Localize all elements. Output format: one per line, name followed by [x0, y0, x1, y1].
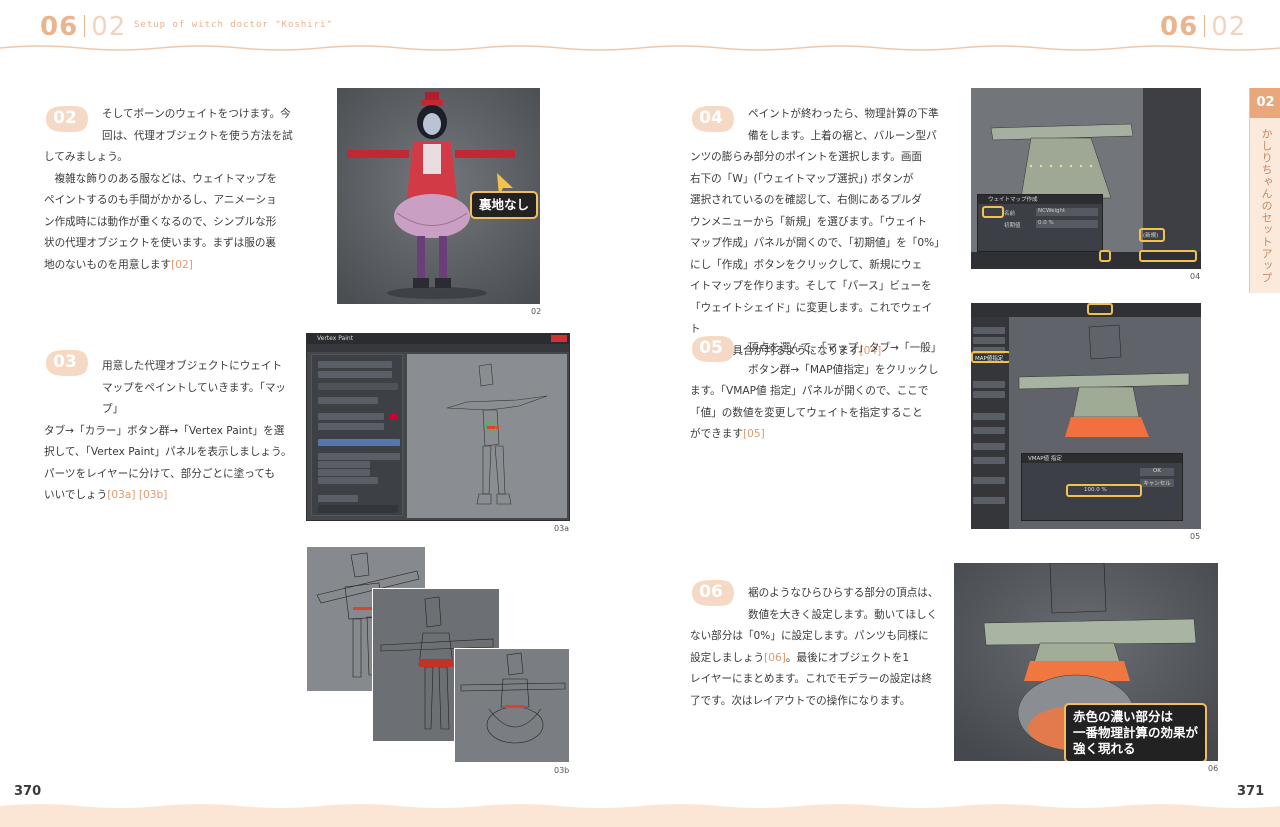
dropdown-highlight: [1139, 250, 1197, 262]
w-button-highlight: [1099, 250, 1111, 262]
figure-06-caption: 06: [1208, 764, 1219, 773]
side-tab-number: 02: [1250, 88, 1280, 118]
header-title: Setup of witch doctor "Koshiri": [134, 20, 333, 30]
step-03-text: 用意した代理オブジェクトにウェイト マップをペイントしていきます。「マップ」 タ…: [44, 360, 292, 501]
figure-04: ウェイトマップ作成 名前 NCWeight 初期値 0.0 % (新規): [971, 88, 1201, 269]
map-value-menu-highlight: MAP値指定: [971, 351, 1011, 363]
figure-03b-caption: 03b: [554, 766, 570, 775]
page-number-right: 371: [1237, 784, 1265, 799]
figure-06: 赤色の濃い部分は 一番物理計算の効果が 強く現れる: [954, 563, 1218, 761]
step-04-text: ペイントが終わったら、物理計算の下準 備をします。上着の裾と、バルーン型パ ンツ…: [690, 108, 945, 357]
vmap-panel: VMAP値 指定 OK キャンセル 100.0 %: [1021, 453, 1183, 521]
close-icon: [551, 335, 567, 342]
weight-map-panel: ウェイトマップ作成 名前 NCWeight 初期値 0.0 %: [977, 194, 1103, 252]
figure-02: 裏地なし: [337, 88, 540, 304]
figure-05: MAP値指定 VMAP値 指定 OK キャンセル 100.0 %: [971, 303, 1201, 529]
step-05-text: 頂点を選んで、「マップ」タブ→「一般」 ボタン群→「MAP値指定」をクリックし …: [690, 342, 942, 440]
figure-03a: Vertex Paint: [306, 333, 570, 521]
step-badge-02: 02: [44, 104, 92, 134]
figure-05-caption: 05: [1190, 532, 1201, 541]
figure-02-caption: 02: [531, 307, 542, 316]
step-02-text: そしてボーンのウェイトをつけます。今 回は、代理オブジェクトを使う方法を試 して…: [44, 108, 293, 271]
figure-03b: [306, 546, 570, 763]
value-field-highlight: 100.0 %: [1066, 484, 1142, 497]
new-button-highlight: (新規): [1139, 228, 1165, 242]
step-06-text: 裾のようなひらひらする部分の頂点は、 数値を大きく設定します。動いてほしく ない…: [690, 587, 939, 707]
figure-04-caption: 04: [1190, 272, 1201, 281]
figure-03a-caption: 03a: [554, 524, 570, 533]
step-badge-04: 04: [690, 104, 738, 134]
step-badge-05: 05: [690, 334, 738, 364]
map-tab-highlight: [1087, 303, 1113, 315]
figure-06-callout: 赤色の濃い部分は 一番物理計算の効果が 強く現れる: [1064, 703, 1208, 761]
figure-03a-titlebar: Vertex Paint: [307, 334, 569, 344]
page-number-left: 370: [14, 784, 42, 799]
weight-map-checkbox-highlight: [982, 206, 1004, 218]
step-badge-03: 03: [44, 348, 92, 378]
header-wave: [0, 45, 1280, 51]
side-tab: 02 かしりちゃんのセットアップ: [1249, 88, 1280, 293]
step-badge-06: 06: [690, 578, 738, 608]
cancel-button: キャンセル: [1140, 479, 1174, 487]
footer-wave: [0, 804, 1280, 827]
ok-button: OK: [1140, 468, 1174, 476]
side-tab-label: かしりちゃんのセットアップ: [1260, 128, 1273, 284]
figure-02-callout: 裏地なし: [470, 191, 539, 219]
